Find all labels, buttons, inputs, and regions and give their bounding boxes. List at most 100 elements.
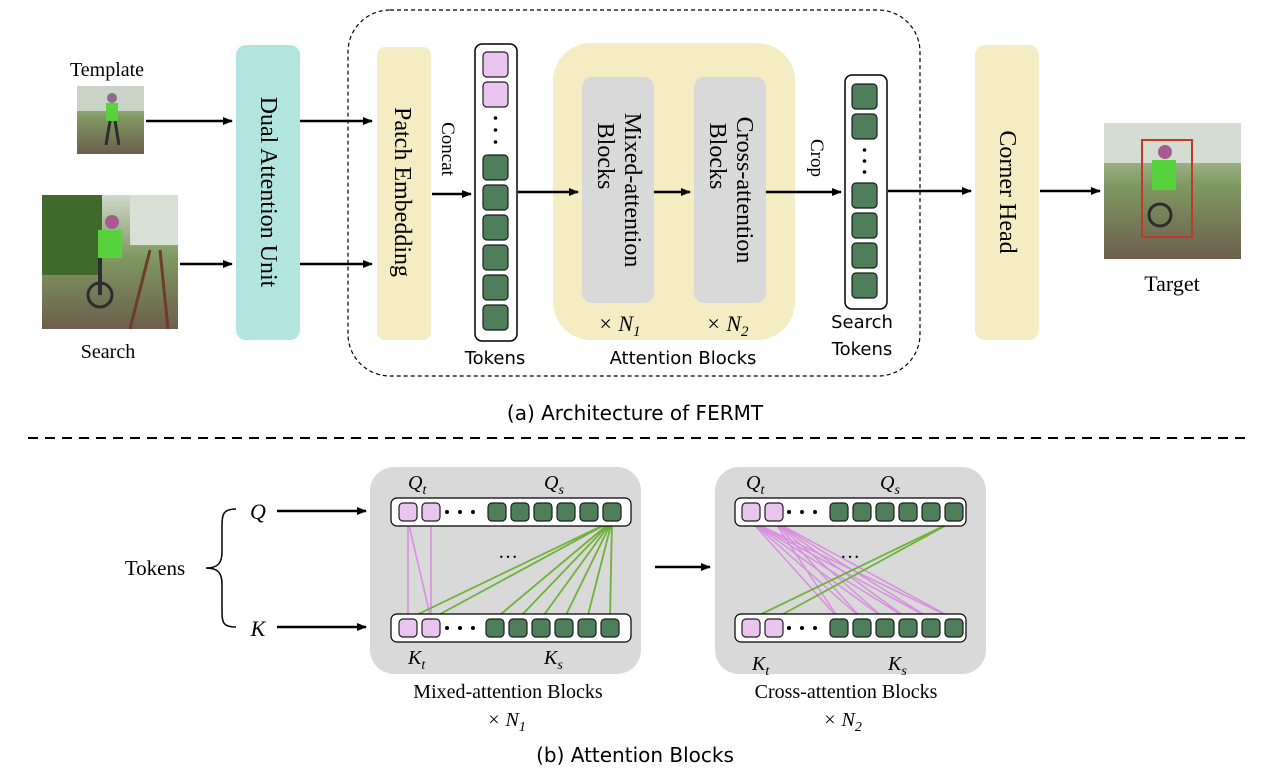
attention-line — [773, 520, 863, 620]
dual-attention-unit-box — [236, 45, 300, 340]
search-label: Search — [81, 341, 135, 363]
token-cell-search — [852, 502, 872, 522]
target-image — [1104, 123, 1241, 259]
search-tokens-cells — [851, 83, 878, 299]
search-image — [42, 195, 178, 330]
token-cell-template — [764, 618, 784, 638]
ellipsis-dot — [787, 510, 791, 514]
b-mixed-label: Mixed-attention Blocks — [413, 681, 603, 703]
ellipsis-dot — [800, 626, 804, 630]
token-cell-search — [482, 214, 509, 241]
ellipsis-dot — [862, 170, 867, 174]
token-cell-template — [482, 81, 509, 108]
token-cell-search — [508, 618, 528, 638]
attention-line — [563, 520, 613, 620]
b-k-label: K — [250, 616, 267, 641]
b-q-label: Q — [250, 499, 266, 524]
token-cell-search — [482, 304, 509, 331]
cross-attention-block — [694, 77, 766, 303]
b-mixed-ks: Ks — [543, 647, 563, 673]
token-cell-search — [577, 618, 597, 638]
attention-line — [586, 520, 613, 620]
token-cell-template — [421, 502, 441, 522]
token-cell-search — [829, 502, 849, 522]
brace-icon — [205, 508, 237, 628]
token-cell-search — [600, 618, 620, 638]
attention-line — [773, 520, 909, 620]
crop-label: Crop — [806, 139, 827, 177]
b-mixed-kt: Kt — [407, 647, 426, 673]
attention-line — [517, 520, 613, 620]
attention-line — [750, 520, 955, 620]
ellipsis-dot — [800, 510, 804, 514]
token-cell-search — [944, 618, 964, 638]
token-cell-search — [898, 618, 918, 638]
b-cross-kt: Kt — [751, 653, 770, 679]
token-cell-template — [482, 51, 509, 78]
attention-line — [430, 520, 613, 620]
token-cell-search — [482, 154, 509, 181]
token-cell-search — [852, 618, 872, 638]
ellipsis-dot — [493, 140, 498, 144]
cross-repeat: × N2 — [706, 311, 749, 340]
search-token-cell — [851, 113, 878, 140]
token-cell-search — [579, 502, 599, 522]
target-bbox — [1141, 139, 1193, 238]
b-cross-qt: Qt — [746, 472, 765, 498]
attention-line — [773, 520, 955, 620]
token-cell-search — [921, 502, 941, 522]
mixed-attention-block — [582, 77, 654, 303]
template-image — [77, 86, 144, 154]
search-token-cell — [851, 182, 878, 209]
attention-line — [407, 520, 432, 620]
attention-line — [407, 520, 613, 620]
token-cell-template — [764, 502, 784, 522]
ellipsis-dot — [493, 128, 498, 132]
concat-label: Concat — [437, 122, 458, 177]
search-tokens-label-1: Search — [831, 312, 893, 333]
tokens-column-cells — [482, 51, 509, 331]
cross-attention-lines — [750, 520, 955, 620]
ellipsis-dot — [787, 626, 791, 630]
ellipsis-dot — [862, 159, 867, 163]
ellipsis-dot — [471, 626, 475, 630]
ellipsis-dot — [458, 510, 462, 514]
caption-a: (a) Architecture of FERMT — [507, 401, 764, 425]
token-cell-search — [829, 618, 849, 638]
ellipsis-dot — [471, 510, 475, 514]
encoder-dashed-frame — [347, 9, 921, 377]
mixed-attention-lines — [407, 520, 613, 620]
b-tokens-label: Tokens — [125, 556, 185, 580]
patch-embedding-box — [377, 47, 431, 340]
search-token-cell — [851, 272, 878, 299]
token-cell-search — [921, 618, 941, 638]
ellipsis-dot — [813, 510, 817, 514]
attention-line — [494, 520, 613, 620]
token-cell-search — [510, 502, 530, 522]
b-mixed-repeat: × N1 — [487, 709, 526, 735]
token-cell-search — [487, 502, 507, 522]
token-cell-search — [482, 274, 509, 301]
token-cell-search — [875, 618, 895, 638]
token-cell-template — [398, 618, 418, 638]
search-token-cell — [851, 212, 878, 239]
attention-line — [773, 520, 886, 620]
ellipsis-dot — [862, 148, 867, 152]
b-cross-qs: Qs — [880, 472, 900, 498]
mixed-token-cells — [398, 502, 622, 638]
attention-line — [773, 520, 840, 620]
token-cell-search — [944, 502, 964, 522]
cross-token-cells — [741, 502, 964, 638]
corner-head-label: Corner Head — [994, 130, 1020, 253]
b-mixed-qs: Qs — [544, 472, 564, 498]
token-cell-search — [482, 244, 509, 271]
b-mixed-dots: … — [498, 541, 518, 563]
dual-attention-label: Dual Attention Unit — [255, 97, 281, 288]
caption-b: (b) Attention Blocks — [536, 743, 734, 767]
token-cell-search — [531, 618, 551, 638]
cross-block-label-1: Cross-attention — [731, 117, 757, 264]
mixed-block-label-2: Blocks — [592, 123, 618, 190]
attention-line — [540, 520, 613, 620]
token-cell-search — [875, 502, 895, 522]
